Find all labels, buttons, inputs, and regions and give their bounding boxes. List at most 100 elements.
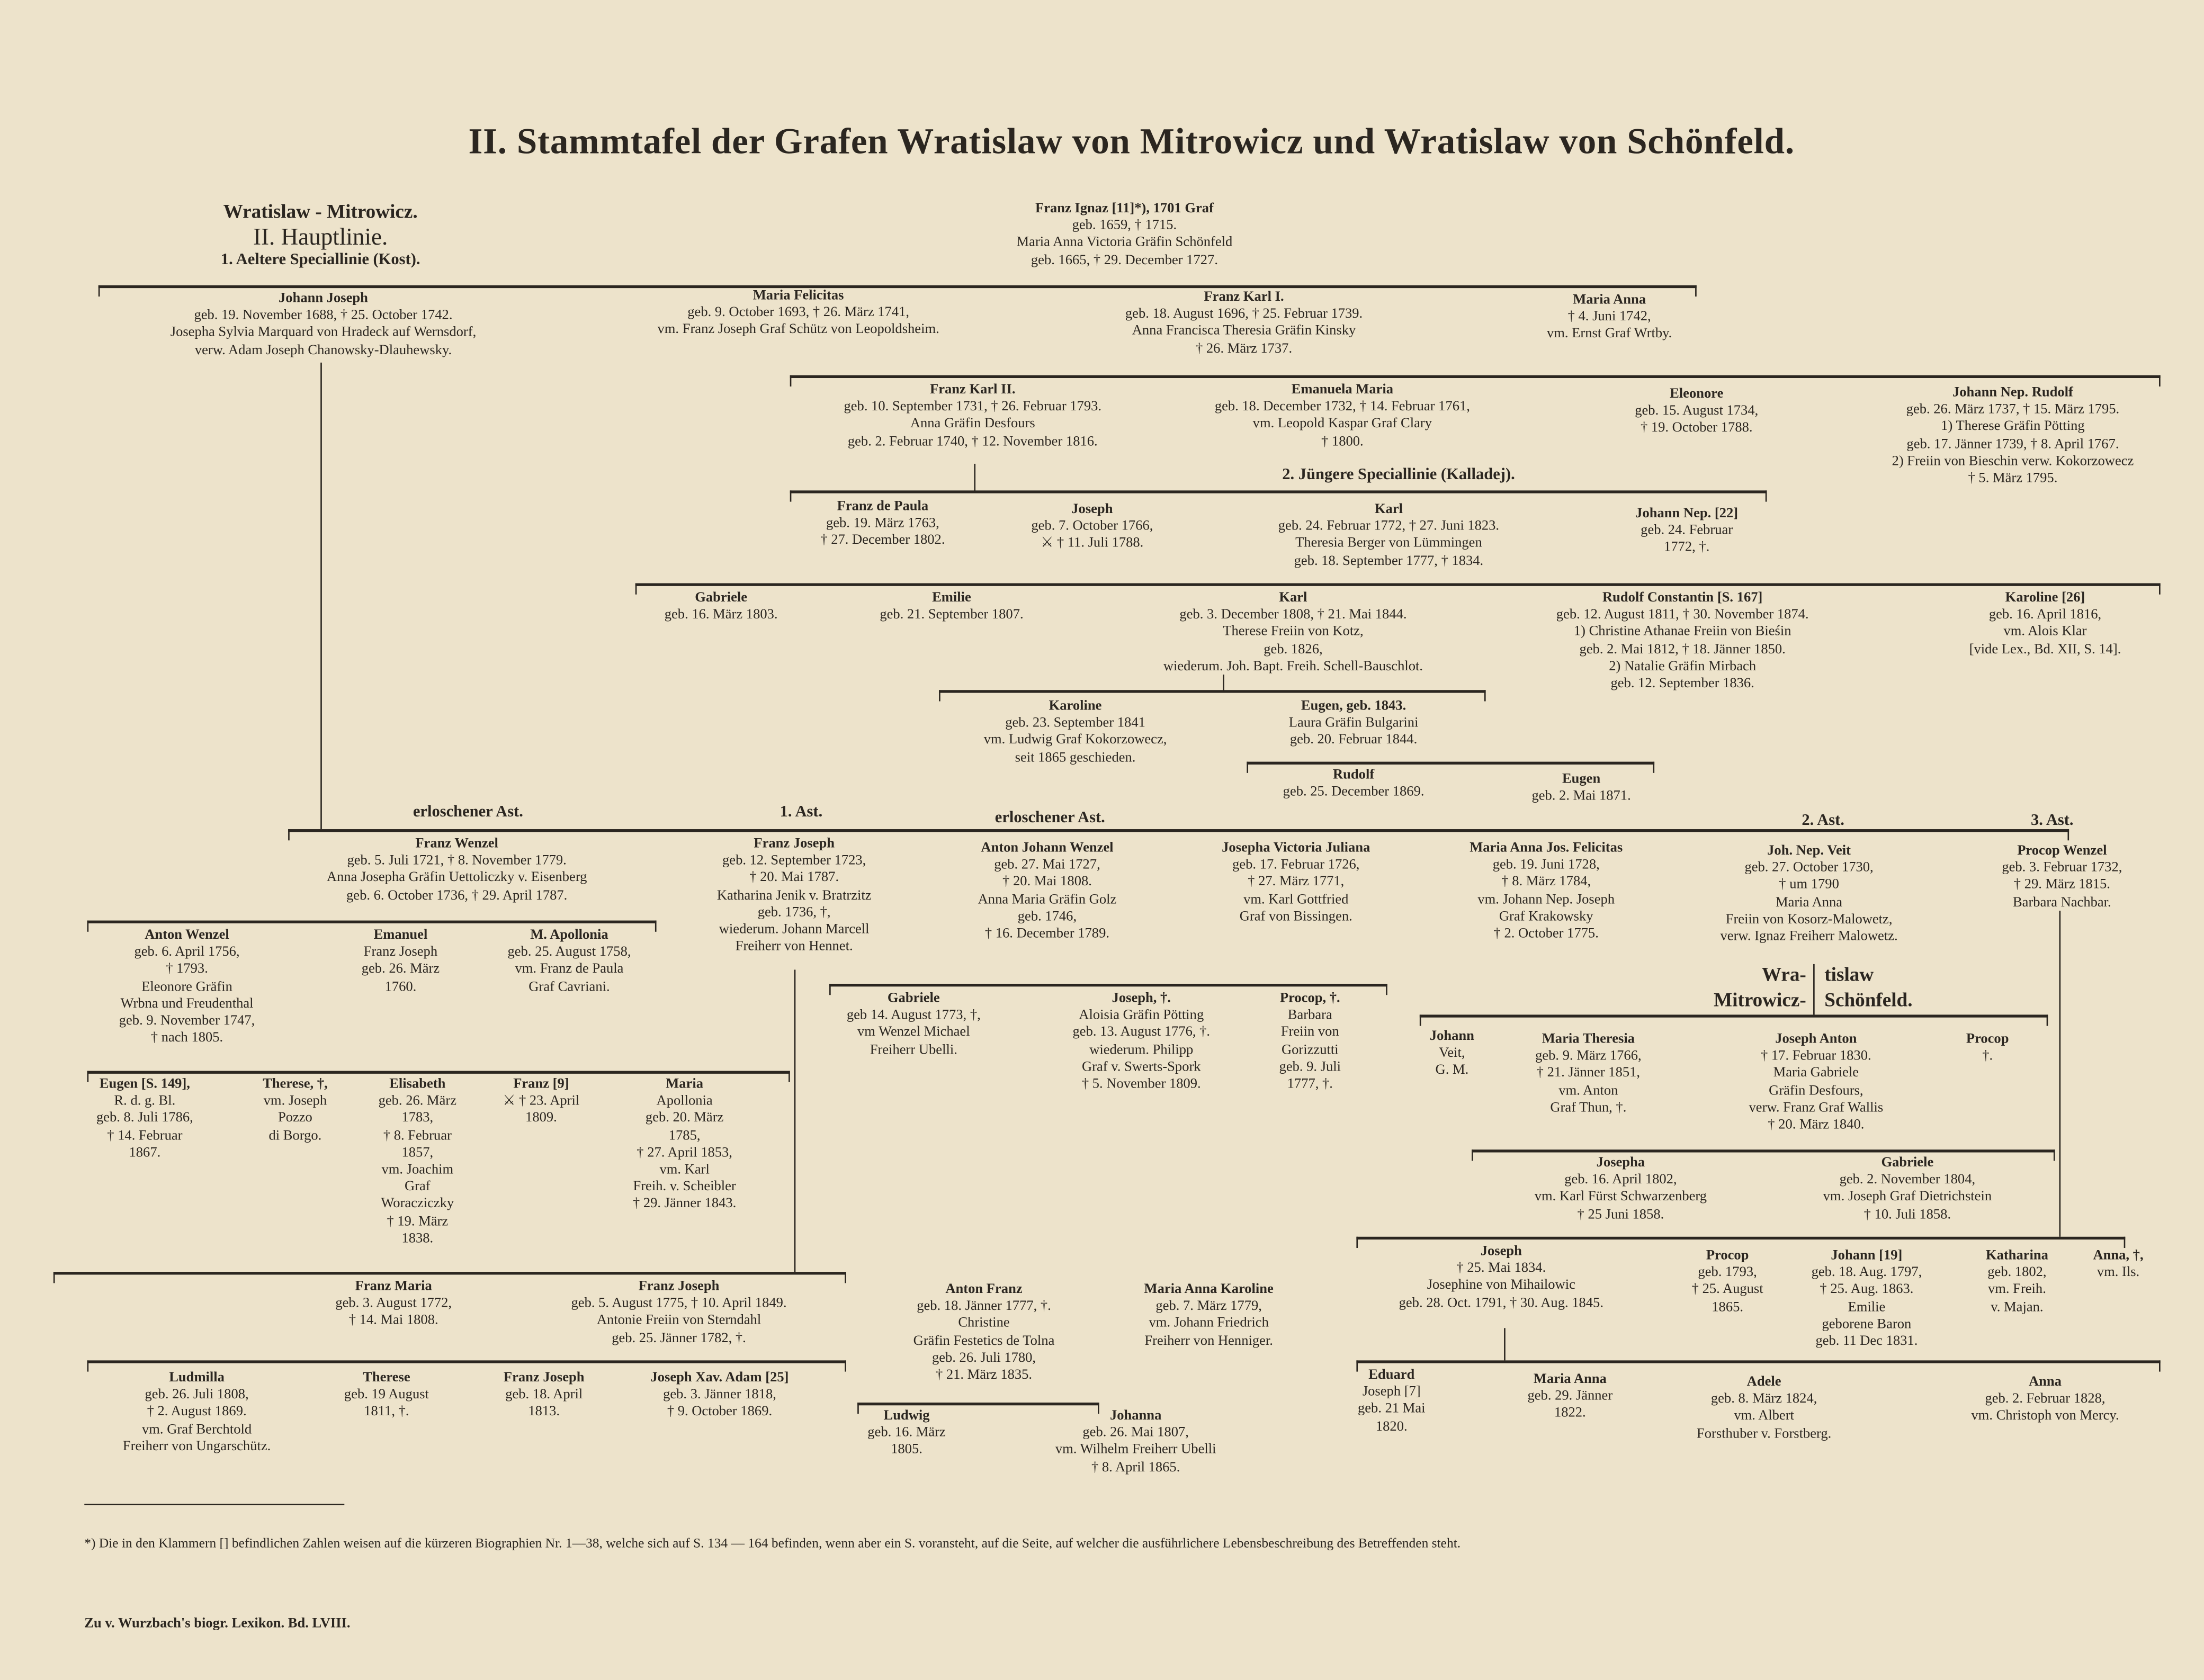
person-name: Emilie: [932, 590, 971, 606]
connector-line: [2059, 910, 2061, 1237]
person-details: geb. 5. August 1775, † 10. April 1849. A…: [571, 1296, 787, 1346]
person-name: Rudolf: [1332, 767, 1375, 783]
page-title: II. Stammtafel der Grafen Wratislaw von …: [468, 121, 1795, 162]
person-details: †.: [1982, 1048, 1993, 1064]
person-details: geb. 1659, † 1715. Maria Anna Victoria G…: [1016, 218, 1233, 268]
person-name: Eugen, geb. 1843.: [1301, 698, 1406, 714]
person-name: Anton Wenzel: [145, 927, 229, 944]
generation-bracket: [1356, 1236, 2126, 1248]
person-details: geb. 19. März 1763, † 27. December 1802.: [820, 516, 945, 549]
person-therese: Therese, †,vm. Joseph Pozzo di Borgo.: [263, 1076, 328, 1145]
person-johann-nep: Johann Nep. [22]geb. 24. Februar 1772, †…: [1635, 506, 1738, 558]
generation-bracket: [635, 583, 2161, 595]
person-details: Laura Gräfin Bulgarini geb. 20. Februar …: [1288, 715, 1419, 749]
person-details: geb. 2. Februar 1828, vm. Christoph von …: [1971, 1391, 2119, 1424]
person-name: Franz Joseph: [754, 836, 835, 852]
person-details: geb. 27. October 1730, † um 1790 Maria A…: [1720, 860, 1898, 945]
person-details: geb. 24. Februar 1772, †.: [1641, 523, 1733, 556]
person-name: Ludmilla: [169, 1370, 225, 1386]
person-name: Adele: [1746, 1374, 1781, 1390]
person-details: geb. 18. April 1813.: [505, 1387, 583, 1420]
person-name: Procop: [1706, 1248, 1749, 1264]
generation-bracket: [857, 1402, 1099, 1414]
person-details: geb. 16. März 1803.: [664, 607, 778, 623]
footnote: *) Die in den Klammern [] befindlichen Z…: [84, 1536, 1461, 1552]
person-joseph: Joseph, †.Aloisia Gräfin Pötting geb. 13…: [1073, 991, 1211, 1093]
person-details: geb. 26. Mai 1807, vm. Wilhelm Freiherr …: [1055, 1425, 1216, 1475]
person-details: geb. 8. März 1824, vm. Albert Forsthuber…: [1696, 1391, 1832, 1442]
person-name: Gabriele: [887, 991, 940, 1007]
generation-bracket: [87, 920, 657, 932]
person-name: Anna: [2028, 1374, 2062, 1390]
person-details: geb. 16. März 1805.: [867, 1425, 946, 1458]
person-details: geb. 3. August 1772, † 14. Mai 1808.: [335, 1296, 452, 1329]
person-name: Karl: [1279, 590, 1307, 606]
person-name: Johann Joseph: [279, 291, 368, 307]
split-d: Schönfeld.: [1824, 991, 1913, 1012]
person-name: Gabriele: [695, 590, 748, 606]
person-rudolf-constantin: Rudolf Constantin [S. 167]geb. 12. Augus…: [1556, 590, 1809, 693]
person-details: geb. 9. October 1693, † 26. März 1741, v…: [657, 305, 939, 338]
person-details: geb. 12. September 1723, † 20. Mai 1787.…: [716, 853, 872, 955]
person-details: geb. 3. Februar 1732, † 29. März 1815. B…: [2002, 860, 2122, 910]
person-details: geb. 25. August 1758, vm. Franz de Paula…: [507, 945, 631, 995]
split-label-mitrowicz: Wra-Mitrowicz-: [1714, 964, 1806, 1015]
generation-bracket: [790, 490, 1767, 502]
header-line-1: Wratislaw - Mitrowicz.: [223, 202, 418, 224]
person-name: Procop Wenzel: [2017, 843, 2107, 859]
person-name: Joseph Xav. Adam [25]: [650, 1370, 789, 1386]
person-name: Emanuel: [373, 927, 428, 944]
person-name: Johanna: [1109, 1408, 1162, 1424]
person-details: ⚔ † 23. April 1809.: [503, 1093, 580, 1127]
person-name: Therese, †,: [263, 1076, 328, 1092]
person-name: Eugen [S. 149],: [99, 1076, 190, 1092]
person-details: R. d. g. Bl. geb. 8. Juli 1786, † 14. Fe…: [96, 1093, 193, 1161]
person-eugen: Eugen, geb. 1843.Laura Gräfin Bulgarini …: [1289, 698, 1419, 750]
person-details: geb. 9. März 1766, † 21. Jänner 1851, vm…: [1535, 1048, 1642, 1116]
generation-bracket: [1356, 1360, 2161, 1372]
person-details: geb. 19. Juni 1728, † 8. März 1784, vm. …: [1477, 857, 1615, 942]
person-name: Josepha Victoria Juliana: [1222, 840, 1370, 856]
connector-line: [1813, 964, 1815, 1015]
header-line-3: 1. Aeltere Speciallinie (Kost).: [220, 251, 420, 268]
person-details: geb. 12. August 1811, † 30. November 187…: [1556, 607, 1809, 691]
person-name: Emanuela Maria: [1291, 382, 1394, 398]
person-name: Katharina: [1985, 1248, 2048, 1264]
person-details: geb. 1793, † 25. August 1865.: [1691, 1265, 1763, 1315]
person-details: geb. 18. August 1696, † 25. Februar 1739…: [1125, 307, 1363, 357]
person-name: Eugen: [1562, 771, 1601, 787]
person-name: Eleonore: [1670, 386, 1724, 402]
person-details: Veit, G. M.: [1435, 1046, 1469, 1079]
person-name: Franz [9]: [513, 1076, 569, 1092]
person-name: M. Apollonia: [530, 927, 608, 944]
person-details: geb. 5. Juli 1721, † 8. November 1779. A…: [326, 853, 587, 903]
generation-bracket: [1419, 1014, 2048, 1026]
footnote-rule: [84, 1504, 345, 1505]
person-details: geb. 16. April 1816, vm. Alois Klar [vid…: [1969, 607, 2121, 658]
person-details: geb. 2. Mai 1871.: [1531, 788, 1631, 804]
person-johann: Johann [19]geb. 18. Aug. 1797, † 25. Aug…: [1812, 1248, 1922, 1351]
person-details: geb. 26. Juli 1808, † 2. August 1869. vm…: [122, 1387, 271, 1454]
